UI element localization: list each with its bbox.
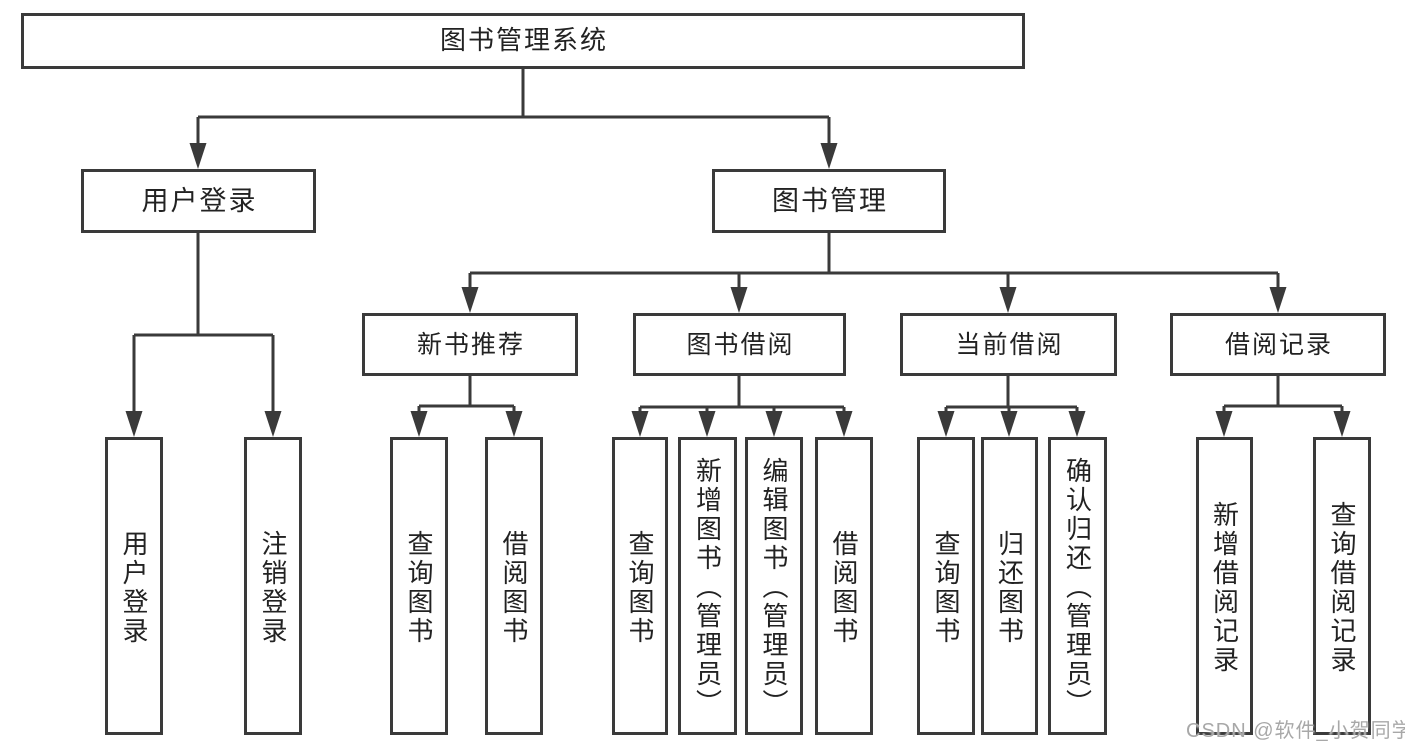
arrowhead [1333, 411, 1351, 437]
leaf-user-login-label: 用户登录 [119, 529, 149, 646]
node-book-management: 图书管理 [712, 169, 946, 233]
leaf-borrow-books-recommend-label: 借阅图书 [499, 529, 529, 646]
node-user-login-label: 用户登录 [141, 185, 258, 216]
arrowhead [461, 287, 479, 313]
arrowhead [1269, 287, 1287, 313]
arrowhead [730, 287, 748, 313]
leaf-add-borrow-record-label: 新增借阅记录 [1209, 500, 1240, 675]
leaf-query-books-current-label: 查询图书 [931, 529, 961, 646]
node-system-root: 图书管理系统 [21, 13, 1025, 69]
arrowhead [835, 411, 853, 437]
node-new-book-recommend-label: 新书推荐 [416, 330, 525, 359]
leaf-return-books: 归还图书 [981, 437, 1038, 735]
node-book-management-label: 图书管理 [772, 185, 888, 216]
leaf-confirm-return-admin: 确认归还（管理员） [1048, 437, 1107, 735]
node-new-book-recommend: 新书推荐 [362, 313, 578, 376]
arrowhead [999, 287, 1017, 313]
leaf-query-books-borrowing: 查询图书 [612, 437, 668, 735]
leaf-query-borrow-record: 查询借阅记录 [1313, 437, 1371, 735]
arrowhead [698, 411, 716, 437]
leaf-return-books-label: 归还图书 [994, 529, 1025, 646]
watermark: CSDN @软件_小贺同学 [1186, 720, 1405, 742]
node-current-borrowing-label: 当前借阅 [955, 330, 1064, 359]
arrowhead [264, 411, 282, 437]
arrowhead [765, 411, 783, 437]
leaf-add-borrow-record: 新增借阅记录 [1196, 437, 1253, 735]
arrowhead [189, 143, 207, 169]
leaf-query-books-recommend-label: 查询图书 [404, 529, 434, 646]
leaf-add-books-admin: 新增图书（管理员） [678, 437, 737, 735]
arrowhead [410, 411, 428, 437]
leaf-logout: 注销登录 [244, 437, 302, 735]
connector-lines [132, 69, 1344, 414]
node-book-borrowing: 图书借阅 [633, 313, 846, 376]
arrowhead [1068, 411, 1086, 437]
leaf-logout-label: 注销登录 [258, 529, 288, 646]
node-borrowing-records-label: 借阅记录 [1224, 330, 1333, 359]
node-current-borrowing: 当前借阅 [900, 313, 1117, 376]
leaf-query-books-current: 查询图书 [917, 437, 975, 735]
leaf-edit-books-admin-label: 编辑图书（管理员） [759, 457, 789, 718]
arrowhead [631, 411, 649, 437]
node-user-login: 用户登录 [81, 169, 316, 233]
arrowhead [505, 411, 523, 437]
arrowhead [1215, 411, 1233, 437]
leaf-user-login: 用户登录 [105, 437, 163, 735]
leaf-query-books-borrowing-label: 查询图书 [625, 529, 655, 646]
leaf-query-borrow-record-label: 查询借阅记录 [1327, 500, 1357, 675]
leaf-borrow-books: 借阅图书 [815, 437, 873, 735]
node-borrowing-records: 借阅记录 [1170, 313, 1386, 376]
leaf-borrow-books-recommend: 借阅图书 [485, 437, 543, 735]
arrowhead [937, 411, 955, 437]
arrowhead [820, 143, 838, 169]
leaf-query-books-recommend: 查询图书 [390, 437, 448, 735]
node-system-root-label: 图书管理系统 [439, 25, 608, 56]
leaf-borrow-books-label: 借阅图书 [829, 529, 859, 646]
leaf-add-books-admin-label: 新增图书（管理员） [692, 457, 723, 718]
arrowhead [125, 411, 143, 437]
leaf-edit-books-admin: 编辑图书（管理员） [745, 437, 803, 735]
node-book-borrowing-label: 图书借阅 [686, 330, 795, 359]
leaf-confirm-return-admin-label: 确认归还（管理员） [1062, 457, 1093, 718]
arrowhead [1000, 411, 1018, 437]
